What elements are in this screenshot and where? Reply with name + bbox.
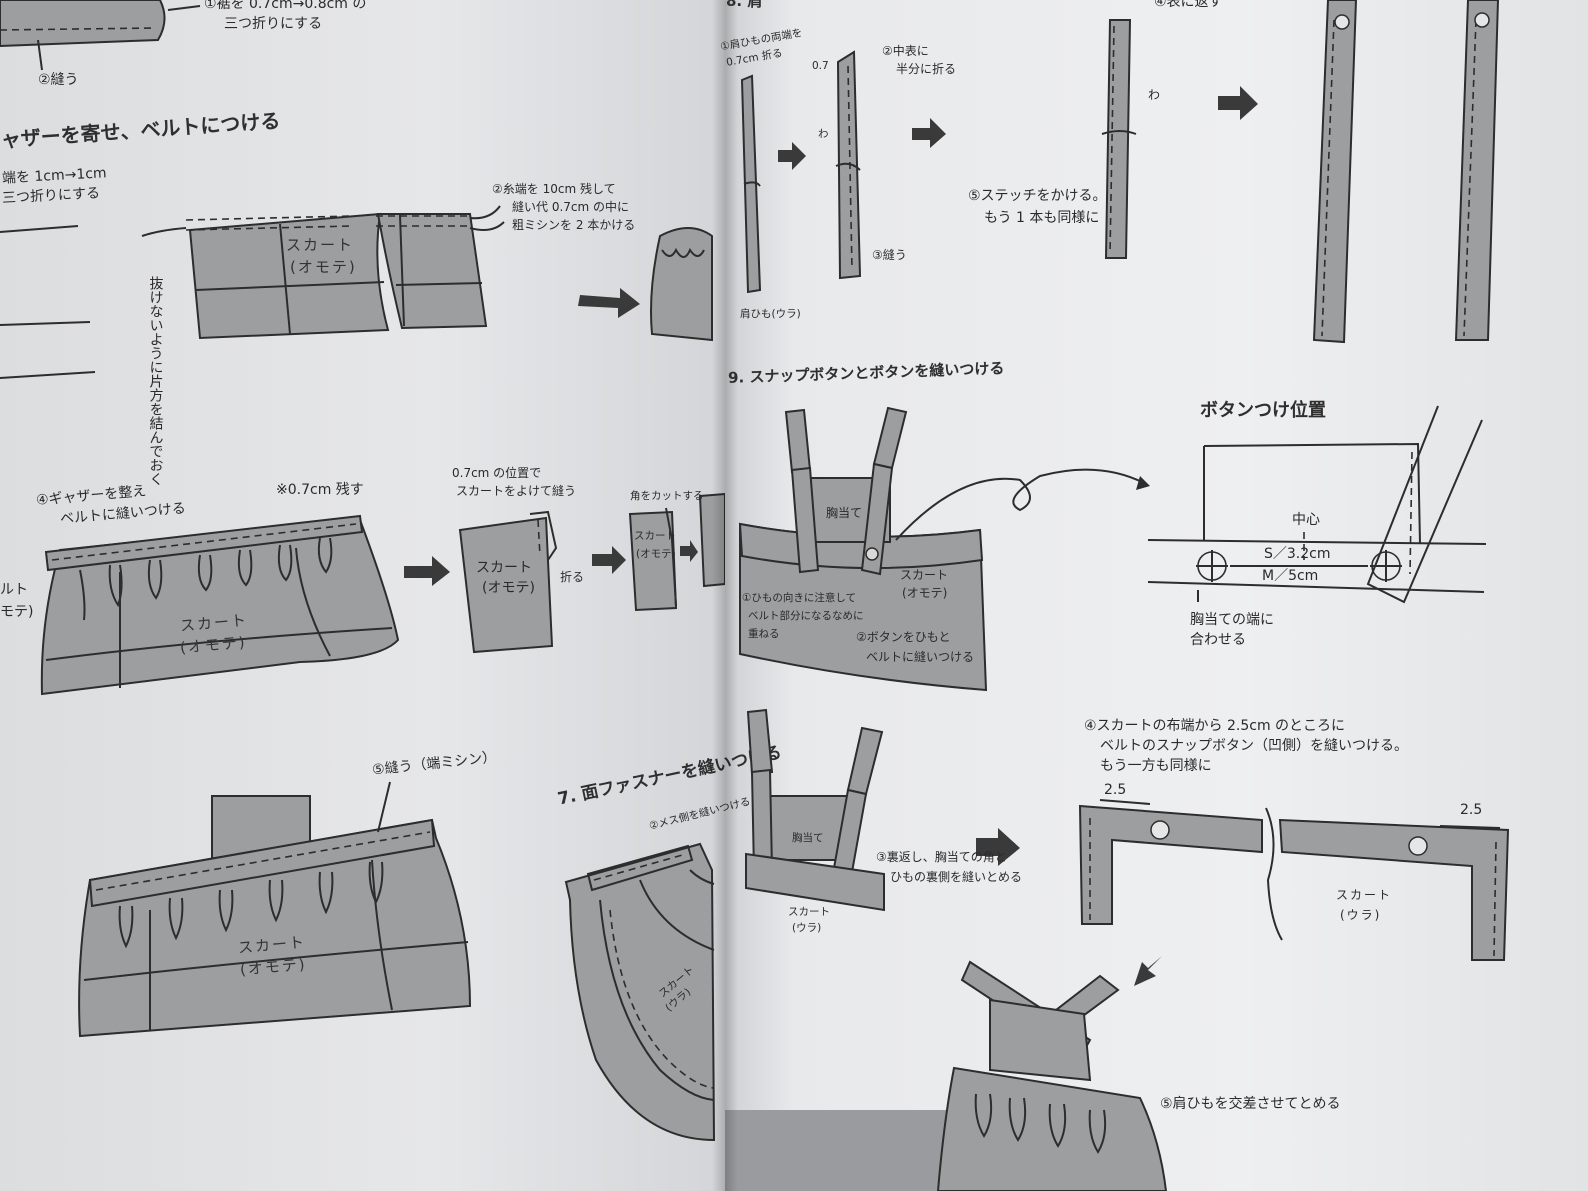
snap-button-icon: [1335, 15, 1349, 29]
snap-button-icon: [1151, 821, 1169, 839]
wa-label-2: わ: [1148, 88, 1160, 103]
dim-right: 2.5: [1460, 802, 1482, 820]
snap-note-3: もう一方も同様に: [1100, 758, 1212, 776]
bib-crossed: [990, 1000, 1090, 1080]
skirt-label-r1: スカート: [900, 568, 948, 583]
section8-title: 8. 肩: [726, 0, 762, 11]
strap-direction-note-2: ベルト部分になるなめに: [748, 610, 864, 623]
skirt-side-label-r1: (オモテ): [902, 586, 947, 601]
bib-label: 胸当て: [826, 506, 862, 521]
align-note-2: 合わせる: [1190, 632, 1246, 650]
strap-turned: [1106, 20, 1130, 258]
half-fold-note-2: 半分に折る: [896, 62, 956, 77]
step-arrow-icon: [912, 118, 946, 148]
sew3-note: ③縫う: [872, 248, 907, 263]
measure-07: 0.7: [812, 60, 829, 73]
strap-back-label: 肩ひも(ウラ): [740, 308, 801, 321]
size-s-label: S／3.2cm: [1264, 546, 1331, 564]
skirt-label-r2: スカート: [788, 906, 830, 919]
cross-note: ⑤肩ひもを交差させてとめる: [1160, 1096, 1341, 1114]
skirt-side-label-r3: (ウラ): [1340, 908, 1381, 923]
skirt-label-r3: スカート: [1336, 888, 1392, 903]
dim-left: 2.5: [1104, 782, 1126, 800]
snap-button-icon: [1475, 13, 1489, 27]
snap-note-2: ベルトのスナップボタン（凹側）を縫いつける。: [1100, 738, 1408, 756]
turn-out-note: ④表に返す: [1154, 0, 1223, 12]
reverse-note-2: ひもの裏側を縫いとめる: [890, 870, 1022, 885]
skirt-side-label-r2: (ウラ): [792, 922, 821, 935]
belt-left-ura: [1080, 806, 1262, 924]
strap-direction-note-1: ①ひもの向きに注意して: [742, 592, 856, 605]
reverse-note-1: ③裏返し、胸当ての角と: [876, 850, 1007, 865]
center-label: 中心: [1292, 512, 1320, 530]
snap-note-1: ④スカートの布端から 2.5cm のところに: [1084, 718, 1345, 736]
wa-label: わ: [818, 128, 829, 141]
button-position-title: ボタンつけ位置: [1200, 400, 1326, 423]
strap-finished-1: [1314, 0, 1356, 342]
bib-label-2: 胸当て: [792, 832, 824, 845]
step-arrow-icon: [1218, 86, 1258, 120]
strap-direction-note-3: 重ねる: [748, 628, 780, 641]
button-sew-note-1: ②ボタンをひもと: [856, 630, 951, 645]
button-sew-note-2: ベルトに縫いつける: [866, 650, 974, 665]
step-arrow-icon: [778, 142, 806, 170]
align-note-1: 胸当ての端に: [1190, 612, 1274, 630]
stitch-note-2: もう 1 本も同様に: [984, 210, 1099, 228]
stitch-note-1: ⑤ステッチをかける。: [968, 188, 1107, 206]
size-m-label: M／5cm: [1262, 568, 1318, 586]
button-icon: [866, 548, 878, 560]
strap-finished-2: [1456, 0, 1498, 340]
belt-right-ura: [1280, 820, 1508, 960]
step-arrow-icon: [1134, 956, 1162, 986]
half-fold-note-1: ②中表に: [882, 44, 929, 59]
snap-button-icon: [1409, 837, 1427, 855]
